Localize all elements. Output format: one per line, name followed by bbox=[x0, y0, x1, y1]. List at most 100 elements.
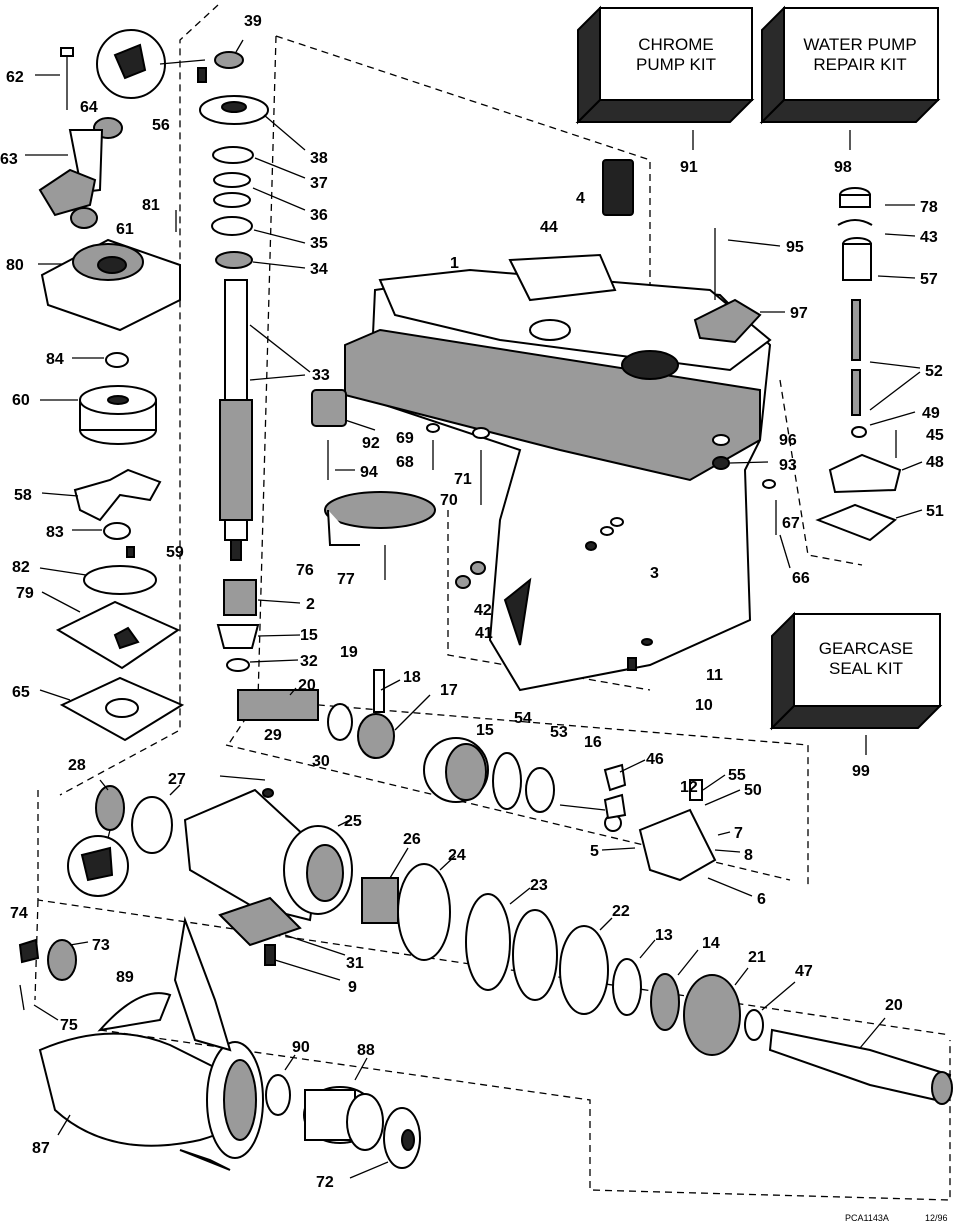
callout-39: 39 bbox=[244, 13, 262, 30]
lower-gearcase-parts bbox=[18, 779, 953, 1179]
chrome-pump-kit-line1: CHROME bbox=[638, 35, 714, 54]
callout-75: 75 bbox=[60, 1017, 78, 1034]
callout-96: 96 bbox=[779, 432, 797, 449]
callout-69: 69 bbox=[396, 430, 414, 447]
callout-46: 46 bbox=[646, 751, 664, 768]
callout-14: 14 bbox=[702, 935, 720, 952]
callout-50: 50 bbox=[744, 782, 762, 799]
callout-27: 27 bbox=[168, 771, 186, 788]
anode-part-4 bbox=[602, 159, 634, 216]
callout-92: 92 bbox=[362, 435, 380, 452]
gearcase-small-parts bbox=[311, 159, 791, 671]
callout-29: 29 bbox=[264, 727, 282, 744]
callout-82: 82 bbox=[12, 559, 30, 576]
callout-73: 73 bbox=[92, 937, 110, 954]
callout-63: 63 bbox=[0, 151, 18, 168]
callout-1: 1 bbox=[450, 255, 459, 272]
callout-55: 55 bbox=[728, 767, 746, 784]
callout-7: 7 bbox=[734, 825, 743, 842]
callout-48: 48 bbox=[926, 454, 944, 471]
callout-49: 49 bbox=[922, 405, 940, 422]
water-pump-repair-kit-box: WATER PUMP REPAIR KIT bbox=[759, 5, 941, 125]
callout-44: 44 bbox=[540, 219, 558, 236]
callout-87: 87 bbox=[32, 1140, 50, 1157]
callout-94: 94 bbox=[360, 464, 378, 481]
callout-97: 97 bbox=[790, 305, 808, 322]
callout-35: 35 bbox=[310, 235, 328, 252]
callout-95: 95 bbox=[786, 239, 804, 256]
callout-numbers: 39 62 56 64 38 63 37 81 36 61 35 80 34 8… bbox=[0, 13, 944, 1191]
callout-3: 3 bbox=[650, 565, 659, 582]
callout-17: 17 bbox=[440, 682, 458, 699]
callout-45: 45 bbox=[926, 427, 944, 444]
callout-12: 12 bbox=[680, 779, 698, 796]
callout-89: 89 bbox=[116, 969, 134, 986]
callout-58: 58 bbox=[14, 487, 32, 504]
callout-41: 41 bbox=[475, 625, 493, 642]
callout-5: 5 bbox=[590, 843, 599, 860]
callout-61: 61 bbox=[116, 221, 134, 238]
callout-15a: 15 bbox=[300, 627, 318, 644]
water-pump-repair-kit-line1: WATER PUMP bbox=[803, 35, 916, 54]
chrome-pump-kit-box: CHROME PUMP KIT bbox=[575, 5, 755, 125]
callout-67: 67 bbox=[782, 515, 800, 532]
callout-59: 59 bbox=[166, 544, 184, 561]
callout-23: 23 bbox=[530, 877, 548, 894]
callout-90: 90 bbox=[292, 1039, 310, 1056]
callout-24: 24 bbox=[448, 847, 466, 864]
callout-8: 8 bbox=[744, 847, 753, 864]
callout-60: 60 bbox=[12, 392, 30, 409]
callout-83: 83 bbox=[46, 524, 64, 541]
callout-19: 19 bbox=[340, 644, 358, 661]
callout-25: 25 bbox=[344, 813, 362, 830]
callout-80: 80 bbox=[6, 257, 24, 274]
callout-74: 74 bbox=[10, 905, 28, 922]
gearcase-seal-kit-line1: GEARCASE bbox=[819, 639, 913, 658]
callout-72: 72 bbox=[316, 1174, 334, 1191]
callout-20a: 20 bbox=[298, 677, 316, 694]
callout-32: 32 bbox=[300, 653, 318, 670]
callout-88: 88 bbox=[357, 1042, 375, 1059]
callout-56: 56 bbox=[152, 117, 170, 134]
callout-98: 98 bbox=[834, 159, 852, 176]
callout-79: 79 bbox=[16, 585, 34, 602]
callout-42: 42 bbox=[474, 602, 492, 619]
callout-36: 36 bbox=[310, 207, 328, 224]
gearcase-seal-kit-box: GEARCASE SEAL KIT bbox=[769, 611, 943, 731]
callout-34: 34 bbox=[310, 261, 328, 278]
callout-33: 33 bbox=[312, 367, 330, 384]
gearcase-seal-kit-line2: SEAL KIT bbox=[829, 659, 903, 678]
callout-13: 13 bbox=[655, 927, 673, 944]
callout-26: 26 bbox=[403, 831, 421, 848]
footer-code: PCA1143A bbox=[845, 1213, 889, 1223]
callout-93: 93 bbox=[779, 457, 797, 474]
gearcase-housing bbox=[344, 268, 772, 692]
callout-16: 16 bbox=[584, 734, 602, 751]
shift-linkage-parts bbox=[815, 187, 923, 542]
callout-37: 37 bbox=[310, 175, 328, 192]
callout-4: 4 bbox=[576, 190, 585, 207]
callout-54: 54 bbox=[514, 710, 532, 727]
callout-11: 11 bbox=[706, 667, 723, 684]
callout-62: 62 bbox=[6, 69, 24, 86]
callout-6: 6 bbox=[757, 891, 766, 908]
callout-31: 31 bbox=[346, 955, 364, 972]
callout-2: 2 bbox=[306, 596, 315, 613]
callout-47: 47 bbox=[795, 963, 813, 980]
callout-28: 28 bbox=[68, 757, 86, 774]
footer-date: 12/96 bbox=[925, 1213, 948, 1223]
chrome-pump-kit-line2: PUMP KIT bbox=[636, 55, 716, 74]
callout-64: 64 bbox=[80, 99, 98, 116]
water-pump-parts bbox=[25, 29, 207, 742]
callout-65: 65 bbox=[12, 684, 30, 701]
callout-21: 21 bbox=[748, 949, 766, 966]
callout-70: 70 bbox=[440, 492, 458, 509]
callout-53: 53 bbox=[550, 724, 568, 741]
callout-9: 9 bbox=[348, 979, 357, 996]
callout-30: 30 bbox=[312, 753, 330, 770]
callout-66: 66 bbox=[792, 570, 810, 587]
callout-91: 91 bbox=[680, 159, 698, 176]
callout-20b: 20 bbox=[885, 997, 903, 1014]
gear-parts bbox=[219, 669, 753, 897]
